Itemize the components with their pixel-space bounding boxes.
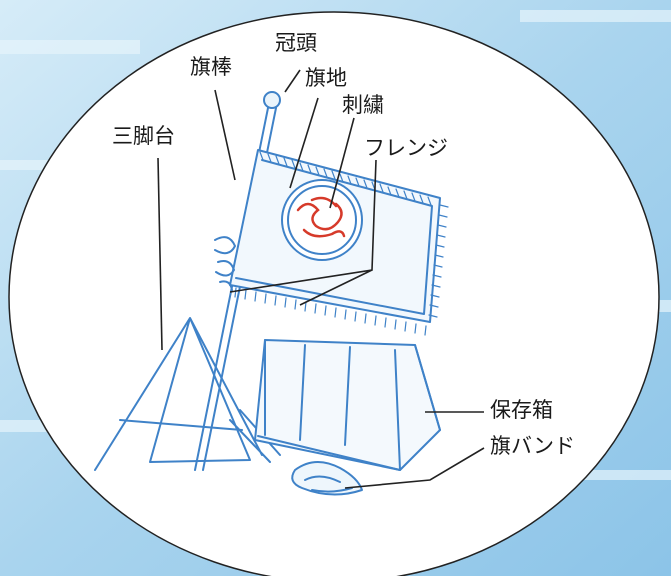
- leader-pole: [214, 89, 236, 181]
- fringe-bottom: [234, 287, 427, 336]
- label-storage-box: 保存箱: [490, 398, 553, 422]
- emblem-outer-ring: [281, 179, 363, 261]
- leader-finial: [284, 69, 301, 93]
- leader-tripod: [157, 157, 163, 351]
- fringe-top: [259, 151, 432, 206]
- leader-flag-band: [344, 447, 485, 489]
- label-tripod: 三脚台: [112, 124, 175, 148]
- label-finial: 冠頭: [275, 31, 317, 55]
- label-flag-band: 旗バンド: [490, 434, 576, 458]
- flag-ties: [214, 236, 236, 291]
- leader-embroidery: [329, 117, 355, 209]
- leader-lines: [157, 69, 485, 489]
- leader-flag-body: [289, 97, 319, 189]
- fringe-right: [428, 204, 449, 318]
- leader-fringe: [229, 159, 377, 306]
- label-flag-body: 旗地: [305, 66, 347, 90]
- flag-sketch: [94, 91, 449, 496]
- label-pole: 旗棒: [190, 55, 232, 79]
- tripod-stand: [94, 317, 281, 471]
- finial-ball: [263, 91, 281, 109]
- label-embroidery: 刺繍: [342, 93, 384, 117]
- embroidery-emblem: [296, 196, 346, 238]
- label-fringe: フレンジ: [364, 136, 448, 160]
